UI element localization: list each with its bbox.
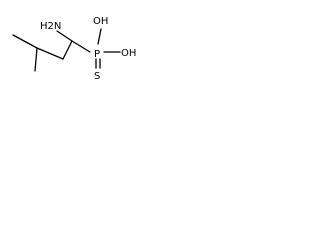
bond-c1-p [71,40,91,53]
bond-c3-c4 [34,47,38,72]
hydroxyl-upper-label: OH [93,16,108,27]
phosphorus-label: P [94,49,100,60]
bond-c1-n [56,30,73,42]
bond-c1-c2 [62,40,73,60]
bond-p-oh-upper [97,28,102,45]
hydroxyl-right-label: OH [121,48,136,59]
sulfur-label: S [94,71,100,82]
bond-c3-c5 [12,34,38,49]
structure-diagram: H2N P OH OH S [12,16,136,82]
amino-group-label: H2N [40,21,61,32]
bond-c2-c3 [36,47,64,60]
